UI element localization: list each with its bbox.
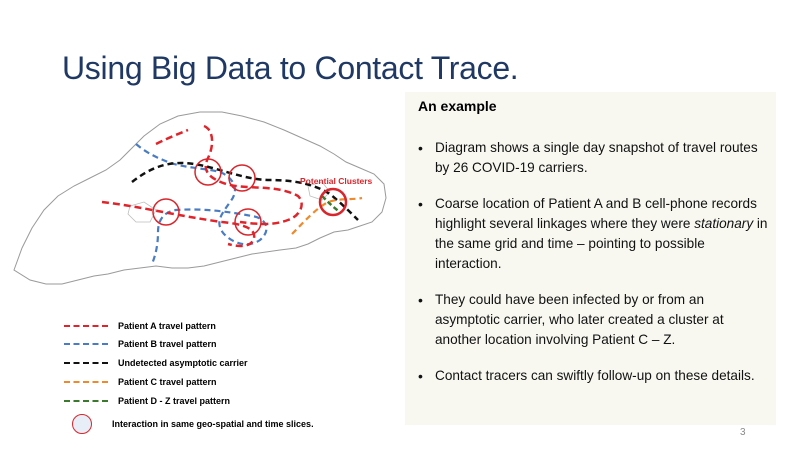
- interaction-circle: [228, 164, 256, 192]
- legend-label: Patient A travel pattern: [118, 321, 216, 331]
- legend-item-patient-dz: Patient D - Z travel pattern: [64, 393, 230, 409]
- bullet-text: They could have been infected by or from…: [435, 292, 724, 347]
- legend-swatch: [64, 381, 108, 383]
- interaction-circle: [194, 158, 222, 186]
- legend-swatch: [64, 343, 108, 345]
- legend-swatch: [64, 325, 108, 327]
- bullet-text: Diagram shows a single day snapshot of t…: [435, 140, 758, 175]
- route-patient-dz: [321, 195, 341, 214]
- interaction-circle: [234, 208, 262, 236]
- island-outline-inner: [127, 181, 331, 223]
- cluster-label: Potential Clusters: [300, 176, 373, 186]
- legend-label: Undetected asymptotic carrier: [118, 358, 248, 368]
- legend-item-carrier: Undetected asymptotic carrier: [64, 355, 248, 371]
- contact-trace-map: Potential Clusters: [13, 111, 387, 285]
- legend-label: Patient B travel pattern: [118, 339, 217, 349]
- route-patient-a-upper: [155, 124, 303, 226]
- bullet-text: stationary: [694, 216, 754, 231]
- example-panel: An example Diagram shows a single day sn…: [405, 92, 776, 425]
- route-carrier: [131, 161, 359, 221]
- legend-item-interaction: Interaction in same geo-spatial and time…: [60, 413, 314, 435]
- legend-swatch: [64, 400, 108, 402]
- legend-label: Patient D - Z travel pattern: [118, 396, 231, 406]
- legend-label: Patient C travel pattern: [118, 377, 217, 387]
- interaction-circle: [152, 198, 180, 226]
- bullet-item: Coarse location of Patient A and B cell-…: [418, 194, 770, 274]
- island-outline: [13, 111, 387, 285]
- bullet-text: Contact tracers can swiftly follow-up on…: [435, 368, 755, 383]
- bullet-list: Diagram shows a single day snapshot of t…: [418, 138, 770, 402]
- legend-swatch: [64, 362, 108, 364]
- bullet-item: Contact tracers can swiftly follow-up on…: [418, 366, 770, 386]
- legend-label: Interaction in same geo-spatial and time…: [112, 419, 314, 429]
- panel-heading: An example: [418, 98, 497, 114]
- slide-title: Using Big Data to Contact Trace.: [62, 50, 519, 86]
- bullet-text: Coarse location of Patient A and B cell-…: [435, 196, 757, 231]
- bullet-text: in the same grid and time – pointing to …: [435, 216, 768, 271]
- cluster-circle: [318, 187, 348, 217]
- legend-item-patient-c: Patient C travel pattern: [64, 374, 217, 390]
- page-number: 3: [740, 427, 746, 438]
- interaction-circle-icon: [72, 414, 92, 434]
- bullet-item: Diagram shows a single day snapshot of t…: [418, 138, 770, 178]
- legend-item-patient-b: Patient B travel pattern: [64, 336, 217, 352]
- bullet-item: They could have been infected by or from…: [418, 290, 770, 350]
- route-patient-c: [291, 196, 363, 235]
- legend-item-patient-a: Patient A travel pattern: [64, 318, 216, 334]
